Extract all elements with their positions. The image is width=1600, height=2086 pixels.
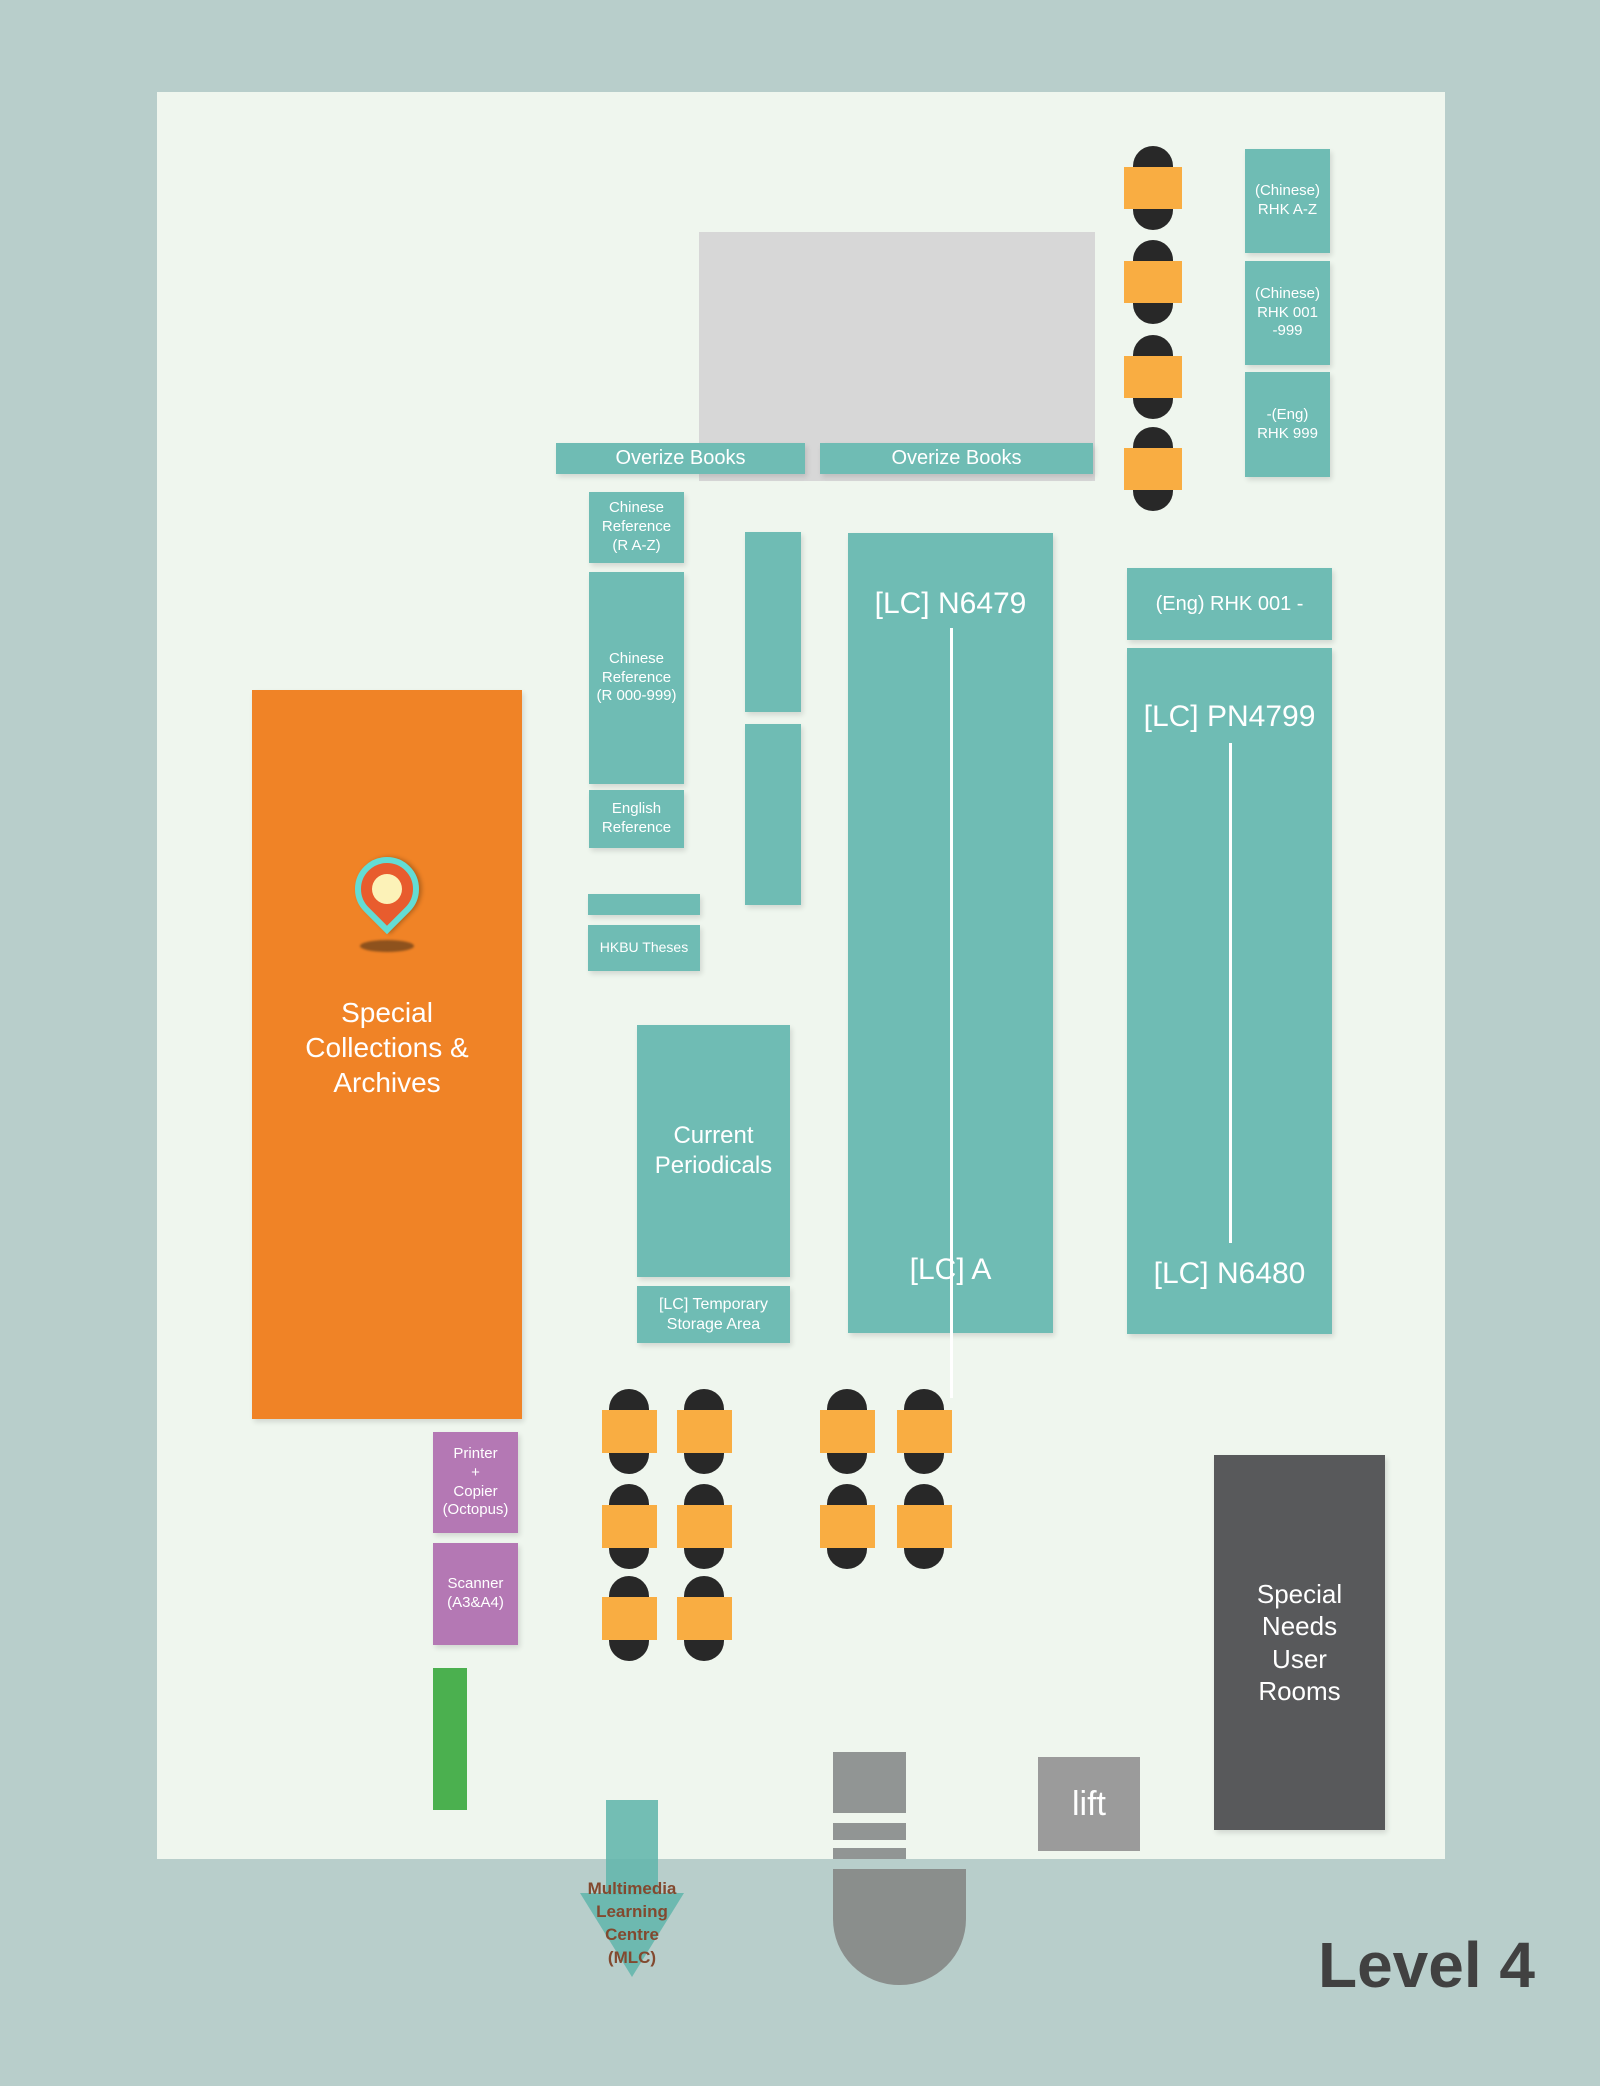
stack-divider-line <box>1228 743 1232 1243</box>
area-chinese-reference-az: Chinese Reference (R A-Z) <box>589 492 684 563</box>
chair-icon <box>684 1548 724 1569</box>
stairs-icon <box>833 1752 906 1813</box>
chair-icon <box>684 1640 724 1661</box>
location-pin-icon <box>341 843 433 960</box>
area-chinese-rhk-az: (Chinese) RHK A-Z <box>1245 149 1330 253</box>
green-feature-bar <box>433 1668 467 1810</box>
chair-icon <box>904 1389 944 1410</box>
chair-icon <box>684 1453 724 1474</box>
chair-icon <box>609 1484 649 1505</box>
chair-icon <box>1133 240 1173 261</box>
study-table <box>677 1597 732 1640</box>
mlc-label: Multimedia Learning Centre (MLC) <box>587 1879 677 1967</box>
study-table <box>897 1505 952 1548</box>
pin-body <box>341 843 433 935</box>
shelf-strip <box>745 724 801 905</box>
chair-icon <box>827 1389 867 1410</box>
chair-icon <box>904 1453 944 1474</box>
chair-icon <box>827 1548 867 1569</box>
area-current-periodicals: Current Periodicals <box>637 1025 790 1277</box>
area-lc-n6479-to-a: [LC] N6479 [LC] A <box>848 533 1053 1398</box>
chair-icon <box>1133 398 1173 419</box>
stack-divider-line <box>949 628 953 1398</box>
chair-icon <box>827 1453 867 1474</box>
area-special-collections-archives: Special Collections & Archives <box>252 690 522 1419</box>
area-overize-books-left: Overize Books <box>556 443 805 474</box>
study-table <box>602 1505 657 1548</box>
chair-icon <box>684 1484 724 1505</box>
area-english-reference: English Reference <box>589 790 684 848</box>
chair-icon <box>1133 303 1173 324</box>
lc-pn4799-label: [LC] PN4799 <box>1143 700 1316 733</box>
chair-icon <box>1133 427 1173 448</box>
area-lift: lift <box>1038 1757 1140 1851</box>
study-table <box>820 1410 875 1453</box>
page-title: Level 4 <box>1317 1929 1535 2001</box>
lc-n6480-label: [LC] N6480 <box>1153 1256 1306 1290</box>
chair-icon <box>684 1576 724 1597</box>
study-table <box>677 1505 732 1548</box>
mlc-arrow-shaft <box>606 1800 658 1895</box>
stairs-step <box>833 1823 906 1840</box>
special-collections-label: Special Collections & Archives <box>305 997 469 1098</box>
study-table <box>602 1597 657 1640</box>
pin-shadow <box>360 940 414 952</box>
chair-icon <box>609 1389 649 1410</box>
lc-a-label: [LC] A <box>909 1252 992 1286</box>
stairs-landing <box>833 1869 966 1985</box>
area-scanner: Scanner (A3&A4) <box>433 1543 518 1645</box>
study-table <box>1124 356 1182 398</box>
shelf-strip <box>745 532 801 712</box>
chair-icon <box>609 1576 649 1597</box>
chair-icon <box>609 1640 649 1661</box>
area-printer-copier: Printer + Copier (Octopus) <box>433 1432 518 1533</box>
area-lc-temporary-storage: [LC] Temporary Storage Area <box>637 1286 790 1343</box>
area-hkbu-theses: HKBU Theses <box>588 925 700 971</box>
area-special-needs-user-rooms: Special Needs User Rooms <box>1214 1455 1385 1830</box>
area-eng-rhk-999: -(Eng) RHK 999 <box>1245 372 1330 477</box>
chair-icon <box>1133 146 1173 167</box>
chair-icon <box>1133 335 1173 356</box>
study-table <box>1124 261 1182 303</box>
area-chinese-rhk-001-999: (Chinese) RHK 001 -999 <box>1245 261 1330 365</box>
study-table <box>820 1505 875 1548</box>
chair-icon <box>904 1548 944 1569</box>
study-table <box>602 1410 657 1453</box>
area-eng-rhk-001: (Eng) RHK 001 - <box>1127 568 1332 640</box>
chair-icon <box>1133 490 1173 511</box>
chair-icon <box>609 1548 649 1569</box>
chair-icon <box>1133 209 1173 230</box>
lc-n6479-label: [LC] N6479 <box>874 587 1027 620</box>
unlabeled-block <box>699 232 1095 481</box>
study-table <box>897 1410 952 1453</box>
chair-icon <box>827 1484 867 1505</box>
study-table <box>677 1410 732 1453</box>
area-lc-pn4799-to-n6480: [LC] PN4799 [LC] N6480 <box>1127 648 1332 1334</box>
study-table <box>1124 167 1182 209</box>
study-table <box>1124 448 1182 490</box>
area-overize-books-right: Overize Books <box>820 443 1093 474</box>
chair-icon <box>684 1389 724 1410</box>
shelf-strip <box>588 894 700 915</box>
pin-center-dot <box>365 867 409 911</box>
stairs-step <box>833 1848 906 1859</box>
mlc-arrow-head <box>580 1893 684 1977</box>
area-chinese-reference-000-999: Chinese Reference (R 000-999) <box>589 572 684 784</box>
chair-icon <box>904 1484 944 1505</box>
chair-icon <box>609 1453 649 1474</box>
